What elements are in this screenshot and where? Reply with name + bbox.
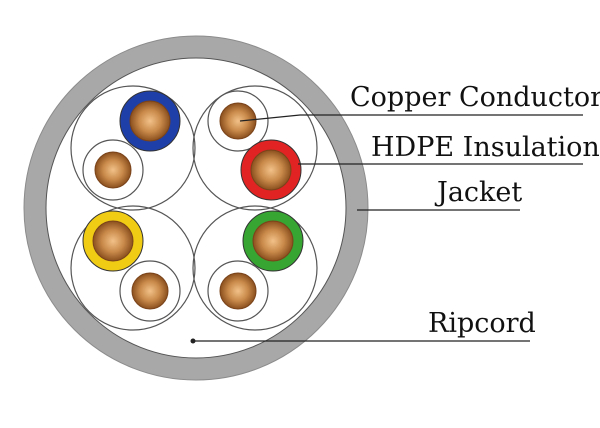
ripcord-dot — [190, 338, 196, 344]
pair-bundle-outline — [70, 85, 196, 211]
pair-bundle-outline — [192, 85, 318, 211]
copper-conductor — [129, 100, 171, 142]
pair-top-right — [192, 85, 318, 211]
label-jacket: Jacket — [434, 177, 522, 208]
label-copper-conductor: Copper Conductor — [350, 82, 600, 113]
copper-conductor — [250, 149, 292, 191]
label-ripcord: Ripcord — [428, 308, 536, 339]
pair-bottom-right — [192, 205, 318, 331]
pair-bundle-outline — [192, 205, 318, 331]
copper-conductor — [219, 272, 257, 310]
pair-bundle-outline — [70, 205, 196, 331]
pair-bottom-left — [70, 205, 196, 331]
copper-conductor — [94, 151, 132, 189]
copper-conductor — [131, 272, 169, 310]
leader-copper-conductor — [239, 114, 583, 122]
pair-top-left — [70, 85, 196, 211]
copper-conductor — [219, 102, 257, 140]
copper-conductor — [92, 220, 134, 262]
copper-conductor — [252, 220, 294, 262]
label-hdpe-insulation: HDPE Insulation — [371, 132, 600, 163]
